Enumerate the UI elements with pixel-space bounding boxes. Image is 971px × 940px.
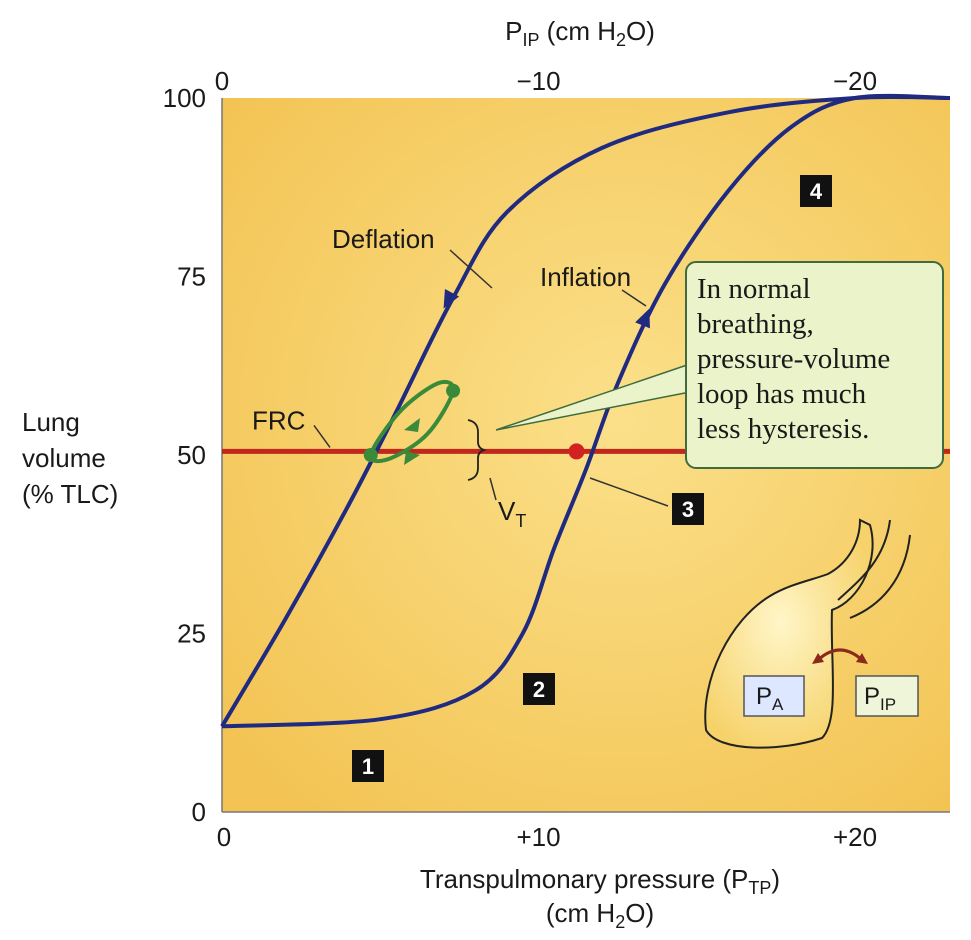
y-axis-title: Lung volume (% TLC) — [22, 407, 118, 509]
callout-box — [685, 261, 944, 469]
inflation-label: Inflation — [540, 262, 631, 292]
loop-arrow-upper — [404, 418, 420, 432]
callout-line-3: pressure-volume — [697, 343, 890, 375]
y-tick-label: 0 — [192, 797, 206, 827]
vt-brace — [467, 419, 487, 481]
marker-1: 1 — [352, 750, 384, 782]
x-axis-title-line-1: Transpulmonary pressure (PTP) — [420, 864, 780, 898]
x-tick-label: +20 — [833, 822, 877, 852]
airway-line — [837, 519, 891, 601]
inflation-leader — [621, 289, 647, 307]
callout-pointer-mask — [688, 366, 694, 390]
marker-4: 4 — [800, 175, 832, 207]
arrowhead-right-icon — [856, 653, 868, 664]
callout-line-1: In normal — [697, 273, 811, 305]
loop-point-high — [446, 383, 461, 398]
x-axis-ticks: 0 +10 +20 — [217, 822, 877, 852]
loop-point-low — [363, 448, 378, 462]
marker-3: 3 — [672, 493, 704, 525]
inflation-curve — [221, 93, 951, 729]
marker-3-leader — [589, 477, 669, 507]
top-tick-label: −20 — [833, 66, 877, 96]
y-axis-ticks: 0 25 50 75 100 — [163, 83, 206, 827]
pa-box — [743, 675, 805, 717]
svg-text:1: 1 — [362, 754, 374, 779]
inflation-arrow — [635, 308, 650, 329]
top-axis-title: PIP (cm H2O) — [505, 16, 655, 50]
y-axis-title-line-1: Lung — [22, 407, 80, 437]
pressure-double-arrow — [816, 648, 864, 662]
pip-box — [855, 675, 919, 717]
deflation-label: Deflation — [332, 224, 435, 254]
frc-intersection-point — [568, 443, 585, 460]
callout-text: In normal breathing, pressure-volume loo… — [697, 273, 890, 445]
y-tick-label: 25 — [177, 619, 206, 649]
y-axis-title-line-2: volume — [22, 443, 106, 473]
top-axis-ticks: 0 −10 −20 — [215, 66, 877, 96]
vt-leader — [489, 477, 497, 501]
loop-arrow-lower — [404, 451, 420, 465]
y-tick-label: 100 — [163, 83, 206, 113]
x-tick-label: 0 — [217, 822, 231, 852]
callout-line-2: breathing, — [697, 308, 814, 340]
deflation-leader — [449, 249, 493, 289]
svg-text:3: 3 — [682, 497, 694, 522]
deflation-arrow — [443, 288, 460, 309]
x-axis-title-line-2: (cm H2O) — [546, 898, 654, 932]
deflation-curve — [220, 94, 951, 728]
vt-label: VT — [498, 496, 526, 531]
y-tick-label: 50 — [177, 440, 206, 470]
y-axis-title-line-3: (% TLC) — [22, 479, 118, 509]
airway-line-outer — [849, 534, 911, 619]
y-tick-label: 75 — [177, 262, 206, 292]
svg-text:2: 2 — [533, 677, 545, 702]
callout-line-4: loop has much — [697, 378, 867, 410]
marker-2: 2 — [523, 673, 555, 705]
arrowhead-left-icon — [812, 653, 824, 664]
frc-label-leader — [313, 424, 331, 448]
pip-label: PIP — [864, 683, 896, 714]
top-tick-label: −10 — [516, 66, 560, 96]
x-tick-label: +10 — [516, 822, 560, 852]
pa-label: PA — [756, 683, 784, 714]
callout-line-5: less hysteresis. — [697, 413, 869, 445]
frc-label: FRC — [252, 405, 305, 435]
svg-text:4: 4 — [810, 179, 823, 204]
top-tick-label: 0 — [215, 66, 229, 96]
lung-illustration: PA PIP — [704, 518, 919, 749]
